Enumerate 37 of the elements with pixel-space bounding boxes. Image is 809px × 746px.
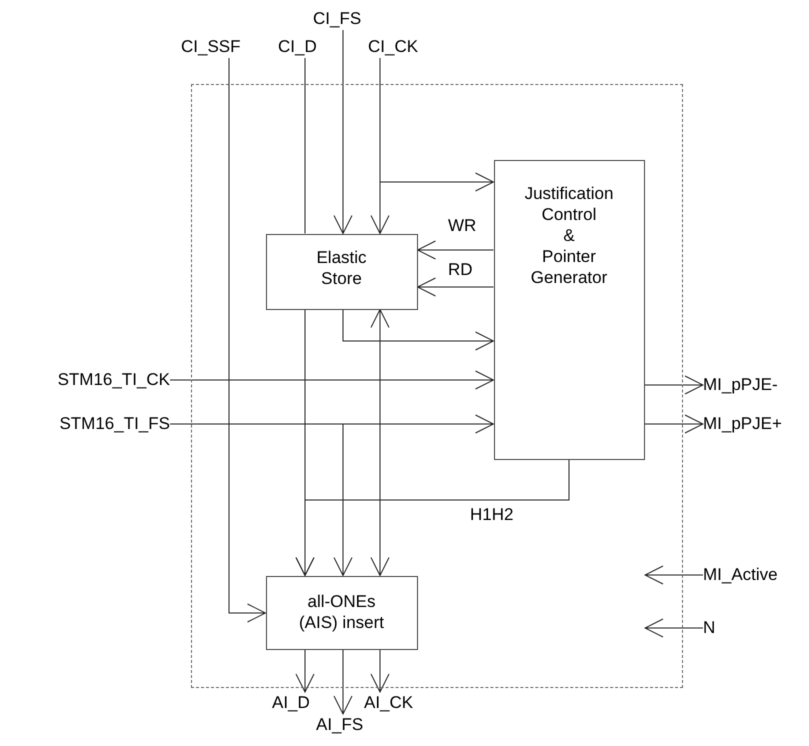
edge-label: RD bbox=[448, 259, 473, 281]
arrow bbox=[380, 58, 494, 192]
arrow bbox=[334, 649, 352, 714]
edge-label: H1H2 bbox=[470, 504, 514, 526]
signal-label: MI_Active bbox=[703, 564, 778, 586]
arrow bbox=[342, 309, 494, 350]
arrow bbox=[296, 649, 314, 692]
signal-label: MI_pPJE+ bbox=[703, 413, 782, 435]
signal-label: CI_D bbox=[278, 36, 317, 58]
block-box: Elastic Store bbox=[266, 234, 418, 310]
block-box: Justification Control & Pointer Generator bbox=[494, 160, 644, 460]
arrow bbox=[644, 618, 704, 638]
signal-label: STM16_TI_FS bbox=[10, 413, 170, 435]
signal-label: CI_CK bbox=[368, 36, 418, 58]
arrow bbox=[170, 380, 390, 576]
arrow bbox=[417, 240, 494, 260]
arrow bbox=[644, 566, 704, 584]
signal-label: CI_FS bbox=[313, 8, 362, 30]
signal-label: CI_SSF bbox=[181, 36, 241, 58]
connector-line bbox=[304, 58, 306, 234]
signal-label: AI_FS bbox=[316, 714, 364, 736]
arrow bbox=[644, 376, 704, 394]
arrow bbox=[296, 459, 570, 576]
arrow bbox=[417, 278, 494, 296]
arrow bbox=[644, 414, 704, 434]
arrow bbox=[334, 30, 352, 234]
signal-label: AI_CK bbox=[364, 692, 414, 714]
signal-label: AI_D bbox=[272, 692, 310, 714]
signal-label: STM16_TI_CK bbox=[10, 369, 170, 391]
signal-label: N bbox=[703, 617, 716, 639]
arrow bbox=[170, 424, 352, 576]
arrow bbox=[370, 649, 390, 692]
signal-label: MI_pPJE- bbox=[703, 374, 778, 396]
dashed-boundary-box bbox=[191, 84, 683, 688]
arrow bbox=[228, 58, 266, 622]
edge-label: WR bbox=[448, 215, 476, 237]
block-box: all-ONEs (AIS) insert bbox=[266, 576, 418, 650]
